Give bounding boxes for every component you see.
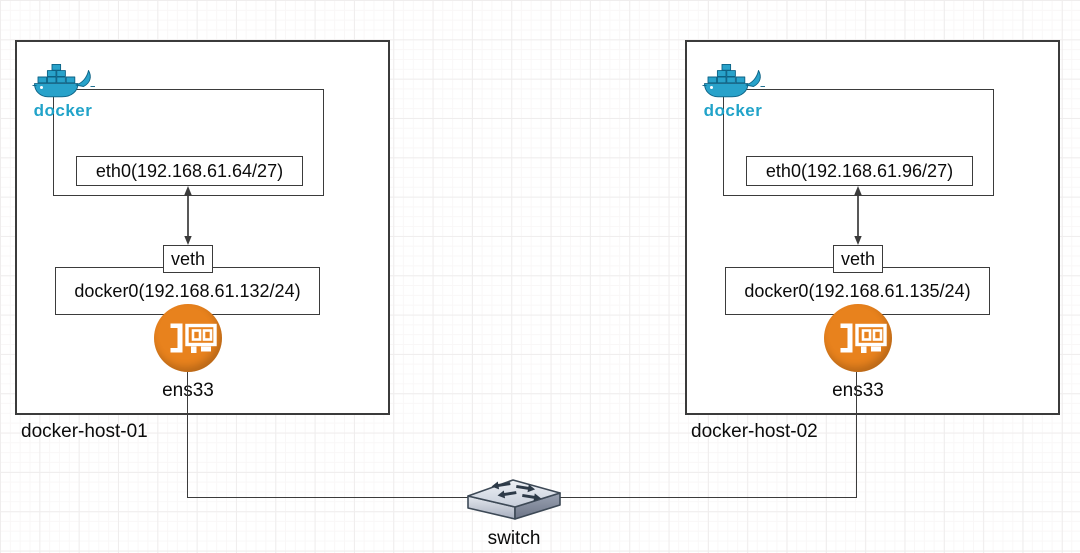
veth-label-box: veth	[163, 245, 213, 273]
docker-logo-icon	[702, 64, 766, 98]
veth-double-arrow-icon	[183, 186, 193, 245]
host-box-1: docker eth0(192.168.61.64/27) docker0(19…	[15, 40, 390, 442]
nic-icon	[154, 304, 222, 372]
docker-logo-icon	[32, 64, 96, 98]
container-eth0-label-box: eth0(192.168.61.96/27)	[746, 156, 973, 186]
docker-wordmark: docker	[33, 101, 93, 120]
connector-host1-to-switch	[186, 496, 471, 499]
switch-label: switch	[487, 528, 541, 549]
container-eth0-label-box: eth0(192.168.61.64/27)	[76, 156, 303, 186]
host-box-2: docker eth0(192.168.61.96/27) docker0(19…	[685, 40, 1060, 442]
connector-host2-vertical	[855, 372, 858, 498]
connector-host1-vertical	[186, 372, 189, 498]
host-name-label: docker-host-01	[21, 421, 148, 442]
switch-icon	[467, 479, 561, 520]
veth-double-arrow-icon	[853, 186, 863, 245]
nic-icon	[824, 304, 892, 372]
network-card-glyph-icon	[168, 321, 217, 355]
connector-host2-to-switch	[558, 496, 857, 499]
network-card-glyph-icon	[838, 321, 887, 355]
ens33-label: ens33	[832, 380, 884, 401]
host-name-label: docker-host-02	[691, 421, 818, 442]
docker-wordmark: docker	[703, 101, 763, 120]
veth-label-box: veth	[833, 245, 883, 273]
